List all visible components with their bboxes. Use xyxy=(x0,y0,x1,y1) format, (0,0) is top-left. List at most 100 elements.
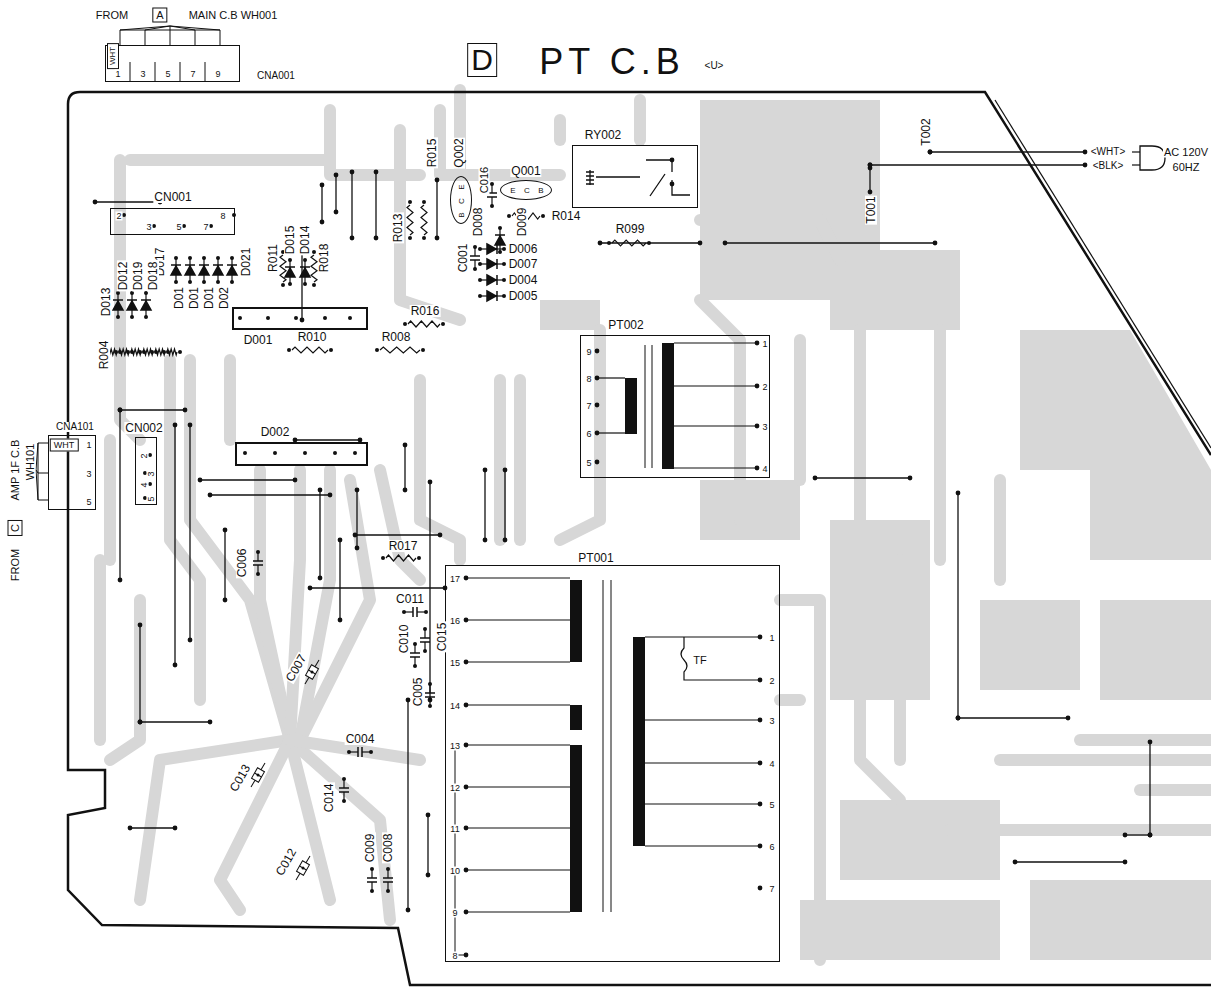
part-label: D01 xyxy=(173,286,185,310)
pin-number: 1 xyxy=(85,441,92,450)
solder-pad xyxy=(303,258,307,262)
pin-number: B xyxy=(537,187,544,195)
transistor-outline: Q002ECB xyxy=(450,176,472,224)
solder-pad xyxy=(490,204,494,208)
jumper-wire xyxy=(95,201,160,202)
pin-number: 10 xyxy=(449,867,461,876)
jumper-wire xyxy=(139,625,140,722)
solder-pad xyxy=(647,241,651,245)
solder-pad xyxy=(403,443,408,448)
part-label: TF xyxy=(692,655,707,666)
solder-pad xyxy=(334,210,339,215)
pin-number: 7 xyxy=(202,223,209,232)
jumper-wire xyxy=(429,482,430,700)
jumper-wire xyxy=(319,490,320,578)
capacitor-symbol xyxy=(416,607,418,617)
part-label: C015 xyxy=(436,622,448,653)
capacitor-symbol xyxy=(383,877,393,879)
solder-pad xyxy=(595,403,600,408)
wire xyxy=(474,260,475,268)
wire xyxy=(362,751,370,752)
solder-pad xyxy=(281,283,285,287)
part-label: Q002 xyxy=(453,137,465,168)
wire xyxy=(350,751,358,752)
part-label: T001 xyxy=(865,195,877,224)
solder-pad xyxy=(1123,833,1128,838)
solder-pad xyxy=(116,315,120,319)
capacitor-symbol xyxy=(470,255,480,257)
solder-pad xyxy=(122,213,126,217)
solder-pad xyxy=(928,150,933,155)
solder-pad xyxy=(182,224,186,228)
part-label: C005 xyxy=(412,677,424,708)
solder-pad xyxy=(670,158,675,163)
solder-pad xyxy=(342,777,346,781)
pin-number: 6 xyxy=(768,843,775,852)
wire xyxy=(597,432,625,433)
jumper-wire xyxy=(351,172,352,238)
jumper-wire xyxy=(335,175,336,212)
solder-pad xyxy=(1066,716,1071,721)
solder-pad xyxy=(333,451,337,455)
resistor-symbol xyxy=(408,321,440,327)
solder-pad xyxy=(381,556,385,560)
resistor-symbol xyxy=(292,347,328,353)
part-label: D005 xyxy=(508,290,539,302)
part-label: 60HZ xyxy=(1172,162,1201,173)
solder-pad xyxy=(1083,163,1088,168)
solder-pad xyxy=(347,750,351,754)
solder-pad xyxy=(320,183,325,188)
jumper-wire xyxy=(957,493,958,718)
solder-pad xyxy=(413,642,417,646)
solder-pad xyxy=(138,720,143,725)
wire xyxy=(205,62,206,82)
solder-pad xyxy=(118,408,123,413)
part-label: PT001 xyxy=(577,552,614,564)
jumper-wire xyxy=(484,470,485,540)
solder-pad xyxy=(441,322,445,326)
capacitor-symbol xyxy=(470,259,480,261)
wire xyxy=(597,377,625,378)
capacitor-symbol xyxy=(420,641,430,643)
wire xyxy=(481,295,503,296)
solder-pad xyxy=(813,476,818,481)
wire xyxy=(38,500,48,501)
solder-pad xyxy=(173,663,178,668)
relay-symbol xyxy=(586,160,690,196)
pin-number: 3 xyxy=(139,70,146,79)
solder-pad xyxy=(342,799,346,803)
wire xyxy=(170,26,171,30)
wire xyxy=(343,780,344,788)
solder-pad xyxy=(478,247,482,251)
jumper-wire xyxy=(356,490,357,548)
jumper-wire xyxy=(958,717,1068,718)
wire xyxy=(145,26,170,30)
solder-pad xyxy=(188,638,193,643)
part-label: C013 xyxy=(227,762,253,795)
solder-pad xyxy=(216,280,220,284)
solder-pad xyxy=(223,528,228,533)
diode-bridge: D002 xyxy=(235,442,368,466)
part-label: WHT xyxy=(107,43,119,69)
part-label: <BLK> xyxy=(1092,161,1125,171)
solder-pad xyxy=(928,150,933,155)
capacitor-symbol xyxy=(410,656,420,658)
diode-bridge: D001 xyxy=(232,307,368,330)
solder-pad xyxy=(502,262,506,266)
pin-number: 5 xyxy=(85,498,92,507)
solder-pad xyxy=(148,453,152,457)
wire xyxy=(645,762,760,763)
solder-pad xyxy=(413,664,417,668)
resistor-symbol xyxy=(380,347,420,353)
jumper-wire xyxy=(427,815,428,875)
solder-pad xyxy=(868,163,873,168)
part-label: MAIN C.B WH001 xyxy=(188,10,279,21)
part-label: R011 xyxy=(267,243,279,273)
jumper-wire xyxy=(407,700,408,910)
solder-pad xyxy=(408,236,412,240)
solder-pad xyxy=(1148,740,1153,745)
solder-pad xyxy=(406,908,411,913)
solder-pad xyxy=(202,256,206,260)
pin-number: 8 xyxy=(451,952,458,961)
